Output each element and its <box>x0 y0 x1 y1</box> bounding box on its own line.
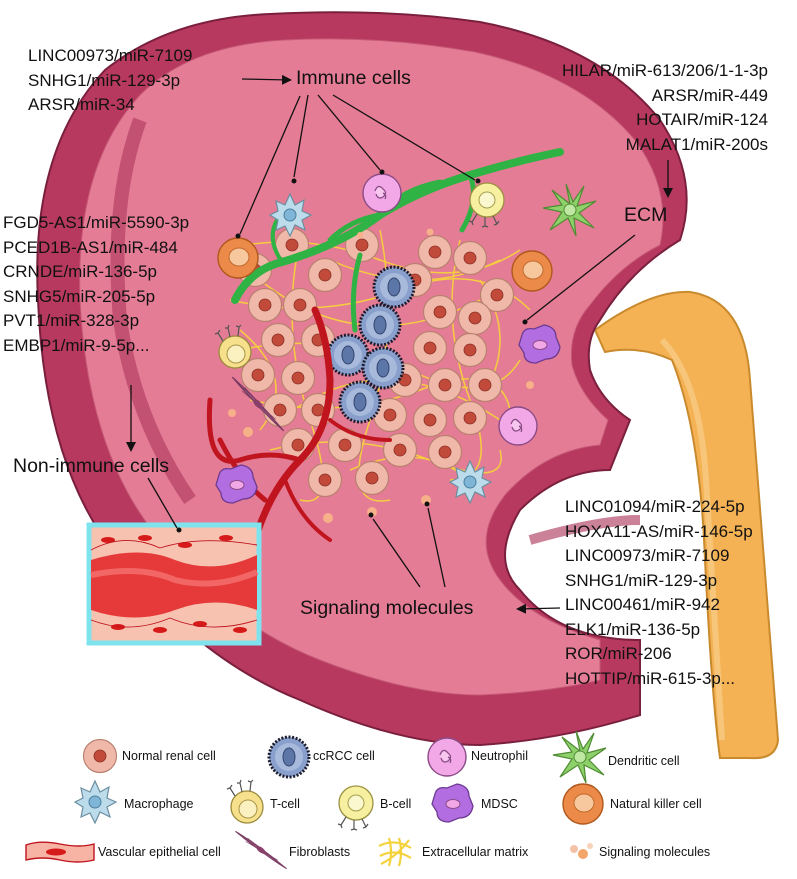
legend-tcell-icon <box>226 779 264 824</box>
legend-normal-renal-cell-icon <box>82 738 118 774</box>
signaling-lncrna-item: HOXA11-AS/miR-146-5p <box>565 521 753 541</box>
immune-lncrna-item: LINC00973/miR-7109 <box>28 46 193 65</box>
legend-label-nk-cell: Natural killer cell <box>610 797 702 811</box>
vascular-inset <box>86 522 262 646</box>
ecm-lncrna-item: HILAR/miR-613/206/1-1-3p <box>562 61 768 80</box>
legend-label-fibroblasts: Fibroblasts <box>289 845 351 859</box>
kidney-nk-cell-right <box>511 250 553 292</box>
signaling-lncrna-item: HOTTIP/miR-615-3p... <box>565 668 736 688</box>
signaling-lncrna-item: ELK1/miR-136-5p <box>565 619 701 639</box>
signaling-lncrna-item: ROR/miR-206 <box>565 644 672 663</box>
signaling-lncrna-item: SNHG1/miR-129-3p <box>565 570 718 590</box>
legend-signal-icon <box>570 843 593 859</box>
non-immune-lncrna-item: CRNDE/miR-136-5p <box>3 262 157 281</box>
legend-label-bcell: B-cell <box>380 797 412 811</box>
legend-bcell-icon <box>337 785 374 831</box>
legend-label-mdsc: MDSC <box>481 797 518 811</box>
non-immune-lncrna-item: PVT1/miR-328-3p <box>3 311 140 330</box>
legend-label-vascular: Vascular epithelial cell <box>98 845 221 859</box>
legend-neutrophil-icon <box>427 737 467 777</box>
signaling-lncrna-item: LINC00461/miR-942 <box>565 595 720 614</box>
kidney-neutrophil-right <box>498 406 538 446</box>
connector-endpoints <box>176 169 528 533</box>
non-immune-lncrna-list: FGD5-AS1/miR-5590-3p PCED1B-AS1/miR-484 … <box>3 211 189 358</box>
non-immune-lncrna-item: FGD5-AS1/miR-5590-3p <box>3 213 190 232</box>
ureter <box>593 290 780 760</box>
ecm-lncrna-list: HILAR/miR-613/206/1-1-3p ARSR/miR-449 HO… <box>562 59 768 157</box>
connectors <box>126 74 673 614</box>
immune-lncrna-list: LINC00973/miR-7109 SNHG1/miR-129-3p ARSR… <box>28 44 192 118</box>
non-immune-lncrna-item: PCED1B-AS1/miR-484 <box>3 237 178 257</box>
legend-label-signaling: Signaling molecules <box>599 845 711 859</box>
immune-lncrna-item: ARSR/miR-34 <box>28 95 135 114</box>
legend-ecm-icon <box>377 836 413 868</box>
legend-nk-cell-icon <box>562 783 604 825</box>
legend-vascular-icon <box>25 841 95 863</box>
legend-label-neutrophil: Neutrophil <box>471 749 528 763</box>
kidney-neutrophil <box>362 173 402 213</box>
legend-fibroblast-icon <box>234 830 288 870</box>
non-immune-cells-label: Non-immune cells <box>13 455 170 477</box>
legend-dendritic-cell-icon <box>552 730 607 784</box>
legend-mdsc-icon <box>431 783 474 823</box>
ecm-label: ECM <box>624 204 668 226</box>
signaling-lncrna-item: LINC00973/miR-7109 <box>565 546 730 565</box>
kidney-mdsc-left <box>215 464 258 504</box>
ecm-lncrna-item: HOTAIR/miR-124 <box>636 110 768 129</box>
signaling-lncrna-list: LINC01094/miR-224-5p HOXA11-AS/miR-146-5… <box>565 495 753 691</box>
legend-label-tcell: T-cell <box>270 797 300 811</box>
non-immune-lncrna-item: SNHG5/miR-205-5p <box>3 286 156 306</box>
legend-label-normal-renal-cell: Normal renal cell <box>122 749 216 763</box>
signaling-molecules-label: Signaling molecules <box>300 597 474 619</box>
legend-label-macrophage: Macrophage <box>124 797 194 811</box>
legend-ccrcc-cell-icon <box>267 735 311 779</box>
ecm-lncrna-item: MALAT1/miR-200s <box>625 134 768 154</box>
signaling-molecule-dots <box>228 228 534 523</box>
kidney-nk-cell-left <box>217 237 259 279</box>
immune-cells-label: Immune cells <box>296 67 411 89</box>
legend-label-ecm: Extracellular matrix <box>422 845 529 859</box>
legend-label-ccrcc-cell: ccRCC cell <box>313 749 375 763</box>
non-immune-lncrna-item: EMBP1/miR-9-5p... <box>3 335 150 355</box>
legend-macrophage-icon <box>74 780 117 824</box>
ecm-lncrna-item: ARSR/miR-449 <box>651 85 768 105</box>
kidney-mdsc-right <box>518 324 561 364</box>
immune-lncrna-item: SNHG1/miR-129-3p <box>28 70 181 90</box>
legend-label-dendritic-cell: Dendritic cell <box>608 754 680 768</box>
signaling-lncrna-item: LINC01094/miR-224-5p <box>565 497 745 516</box>
